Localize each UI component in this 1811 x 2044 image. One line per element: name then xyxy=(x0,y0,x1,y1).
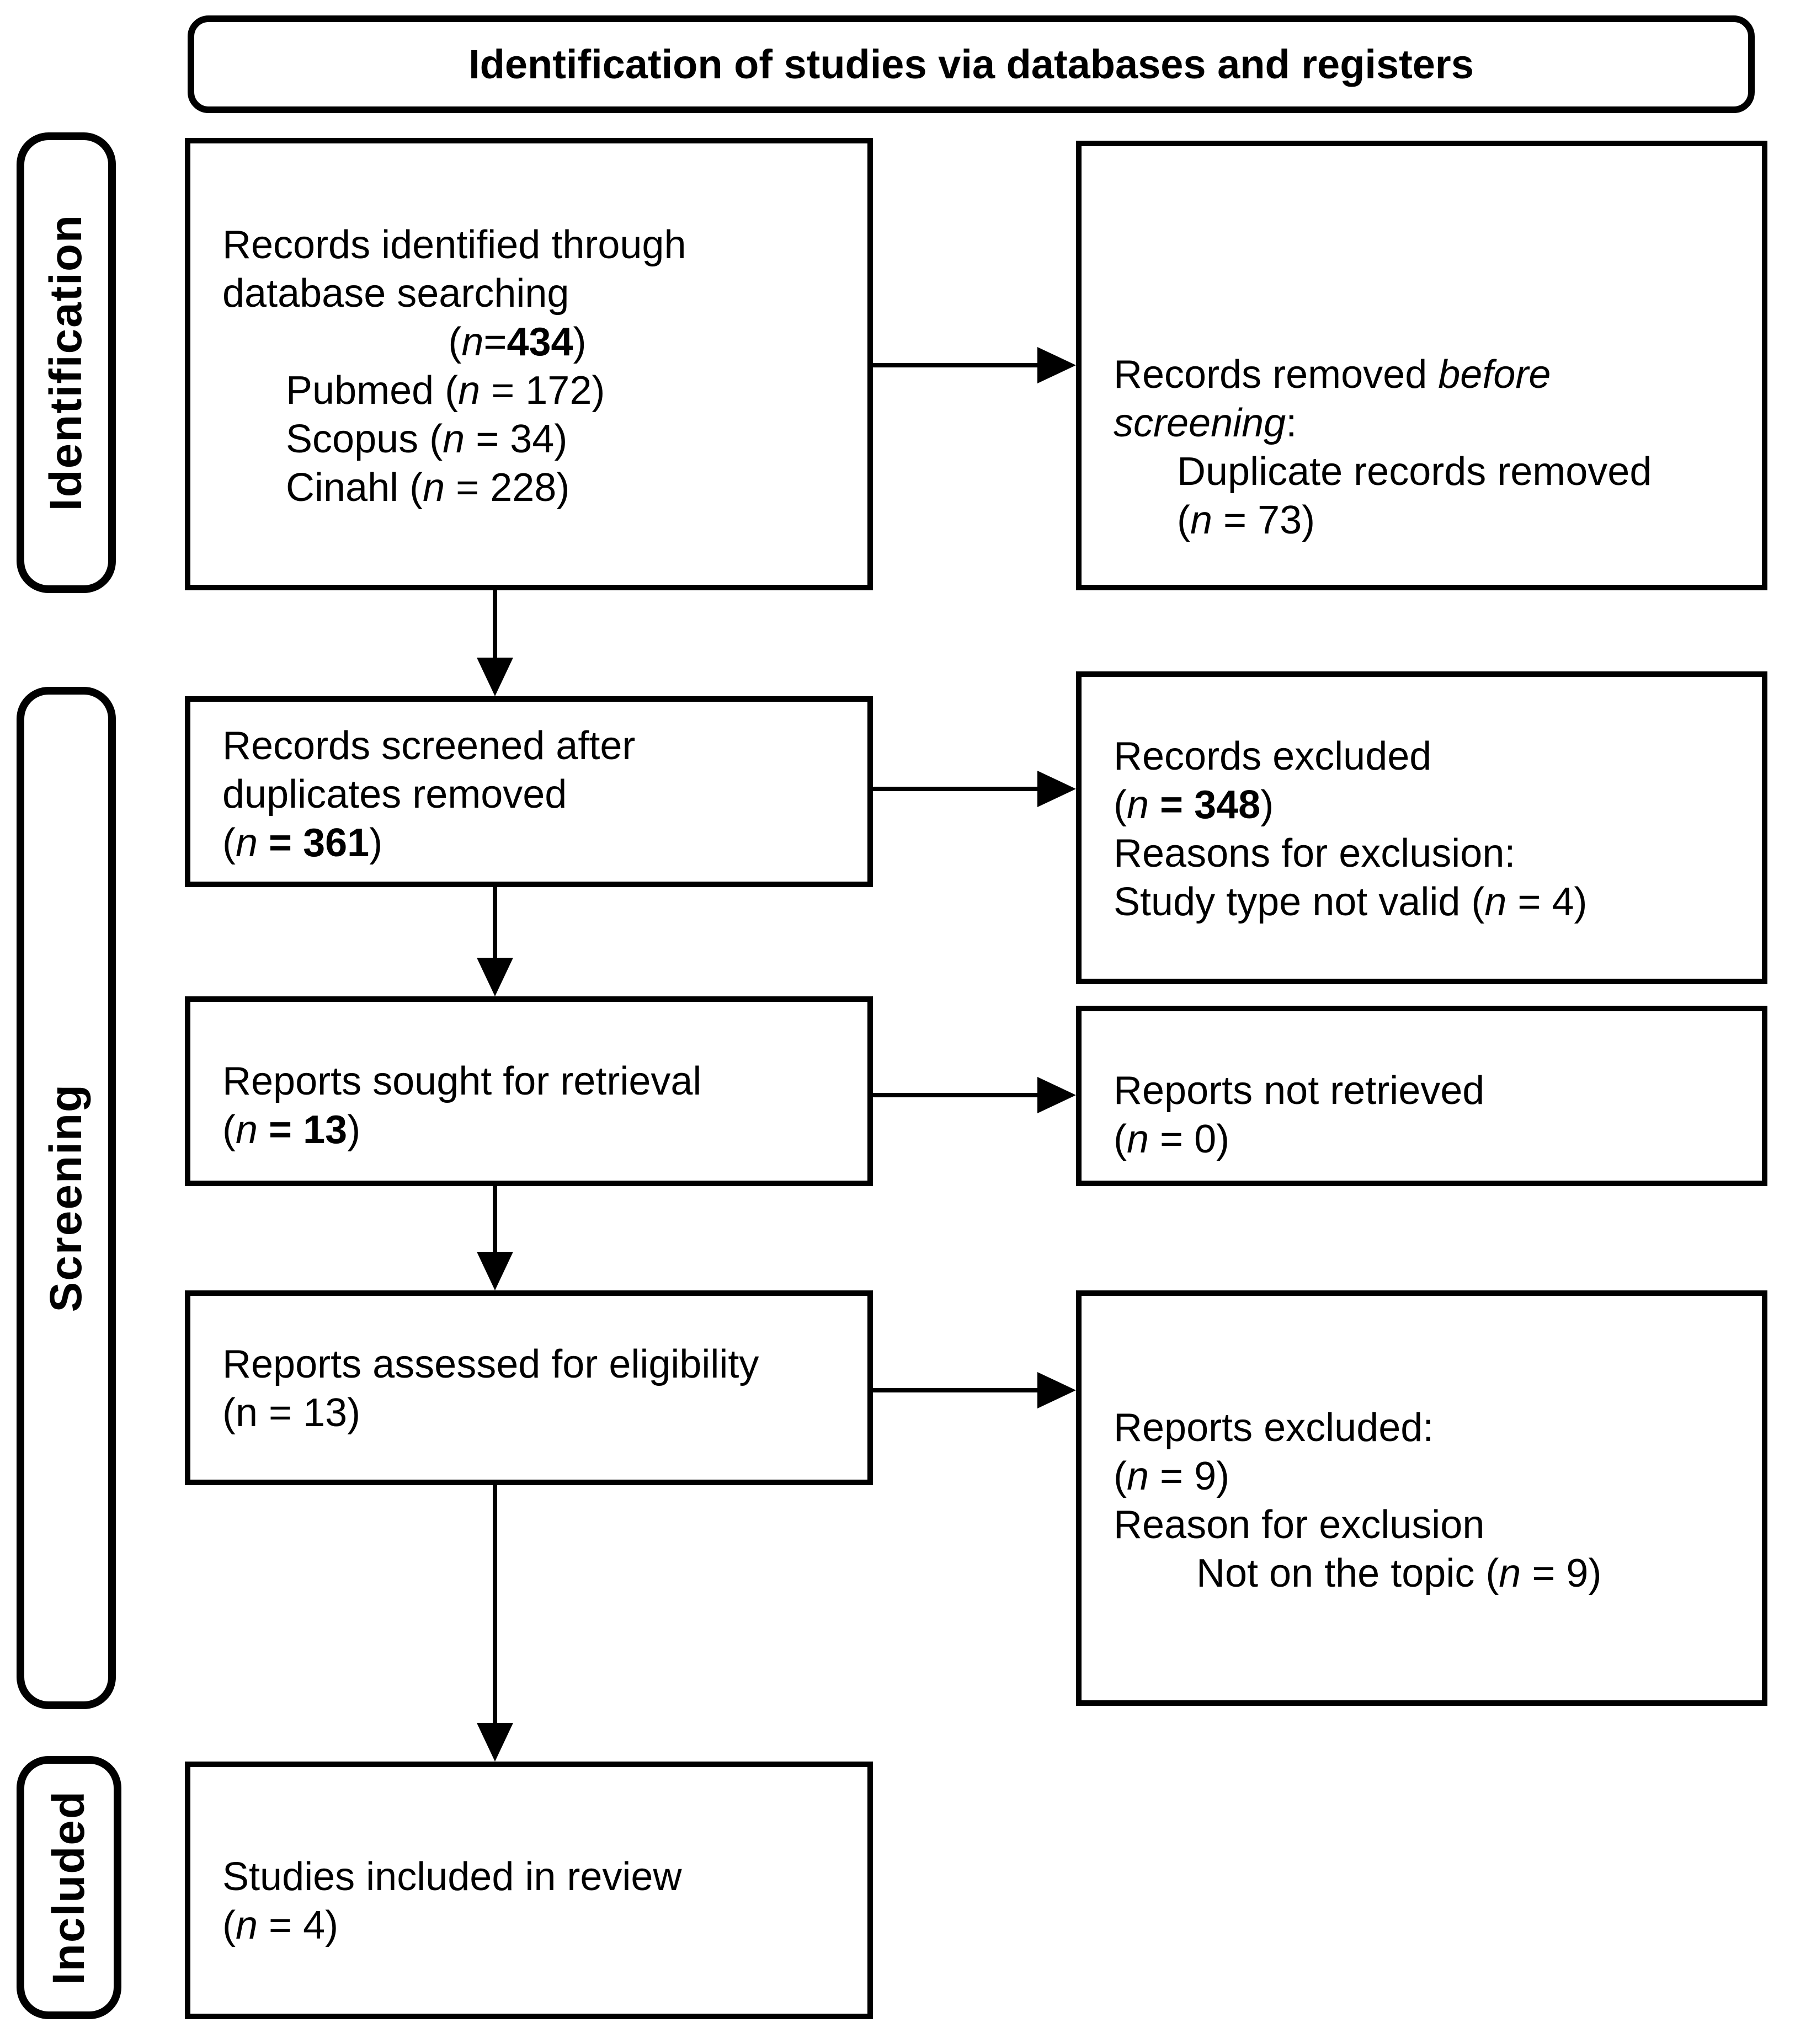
box-text-line: Reports sought for retrieval xyxy=(222,1059,702,1103)
box-text-line: (n = 348) xyxy=(1114,783,1274,827)
box-text-line: Records excluded xyxy=(1114,734,1432,778)
box-records-excluded: Records excluded (n = 348)Reasons for exc… xyxy=(1076,671,1767,984)
box-text-line: Records identified through xyxy=(222,223,686,267)
arrow-identified-to-screened-line xyxy=(493,590,497,660)
box-text-line: Reasons for exclusion: xyxy=(1114,831,1516,876)
phase-label-screening: Screening xyxy=(17,687,116,1709)
box-text-line: Reports excluded: xyxy=(1114,1406,1434,1450)
arrow-sought-to-assessed-line xyxy=(493,1186,497,1254)
box-text-line: Not on the topic (n = 9) xyxy=(1196,1551,1602,1595)
box-studies-included: Studies included in review(n = 4) xyxy=(185,1762,873,2019)
box-text-line: (n=434) xyxy=(448,320,587,364)
box-text-line: (n = 13) xyxy=(222,1391,361,1435)
box-text-line: screening: xyxy=(1114,401,1297,445)
arrow-identified-to-screened-head xyxy=(477,658,513,696)
box-text-line: Scopus (n = 34) xyxy=(286,417,568,461)
box-text-line: Cinahl (n = 228) xyxy=(286,466,570,510)
box-text-line: Duplicate records removed xyxy=(1177,450,1652,494)
arrow-sought-to-assessed-head xyxy=(477,1252,513,1290)
box-text-line: Studies included in review xyxy=(222,1855,682,1899)
box-text-line: Pubmed (n = 172) xyxy=(286,369,605,413)
arrow-sought-to-notretrieved-line xyxy=(873,1093,1040,1097)
phase-label-included-text: Included xyxy=(44,1790,94,1986)
arrow-sought-to-notretrieved-head xyxy=(1037,1077,1076,1113)
arrow-assessed-to-excluded-line xyxy=(873,1388,1040,1392)
box-text-line: (n = 0) xyxy=(1114,1117,1230,1161)
phase-label-included: Included xyxy=(17,1756,121,2019)
phase-label-identification: Identification xyxy=(17,132,116,593)
box-text-line: Reports not retrieved xyxy=(1114,1069,1485,1113)
box-text-line: (n = 361) xyxy=(222,821,383,865)
box-text-line: Study type not valid (n = 4) xyxy=(1114,880,1588,924)
diagram-title: Identification of studies via databases … xyxy=(188,15,1755,113)
box-reports-excluded: Reports excluded:(n = 9) Reason for exclu… xyxy=(1076,1290,1767,1706)
box-reports-assessed: Reports assessed for eligibility (n = 13) xyxy=(185,1290,873,1485)
box-text-line: (n = 73) xyxy=(1177,498,1315,542)
arrow-identified-to-removed-line xyxy=(873,363,1040,367)
arrow-assessed-to-excluded-head xyxy=(1037,1372,1076,1408)
phase-label-screening-text: Screening xyxy=(41,1084,91,1312)
arrow-screened-to-excluded-head xyxy=(1037,771,1076,807)
box-text-line: database searching xyxy=(222,271,569,316)
box-text-line: Reports assessed for eligibility xyxy=(222,1342,759,1386)
phase-label-identification-text: Identification xyxy=(41,214,91,511)
arrow-screened-to-sought-line xyxy=(493,887,497,960)
arrow-assessed-to-included-line xyxy=(493,1485,497,1725)
box-reports-not-retrieved: Reports not retrieved(n = 0) xyxy=(1076,1006,1767,1186)
box-text-line: Reason for exclusion xyxy=(1114,1503,1485,1547)
box-reports-sought: Reports sought for retrieval (n = 13) xyxy=(185,996,873,1186)
box-text-line: duplicates removed xyxy=(222,772,567,816)
arrow-screened-to-excluded-line xyxy=(873,787,1040,791)
arrow-screened-to-sought-head xyxy=(477,958,513,996)
arrow-assessed-to-included-head xyxy=(477,1723,513,1762)
box-text-line: Records removed before xyxy=(1114,353,1551,397)
arrow-identified-to-removed-head xyxy=(1037,347,1076,383)
box-text-line: (n = 9) xyxy=(1114,1454,1230,1498)
box-text-line: (n = 4) xyxy=(222,1903,339,1947)
box-text-line: Records screened after xyxy=(222,724,636,768)
box-text-line: (n = 13) xyxy=(222,1108,361,1152)
